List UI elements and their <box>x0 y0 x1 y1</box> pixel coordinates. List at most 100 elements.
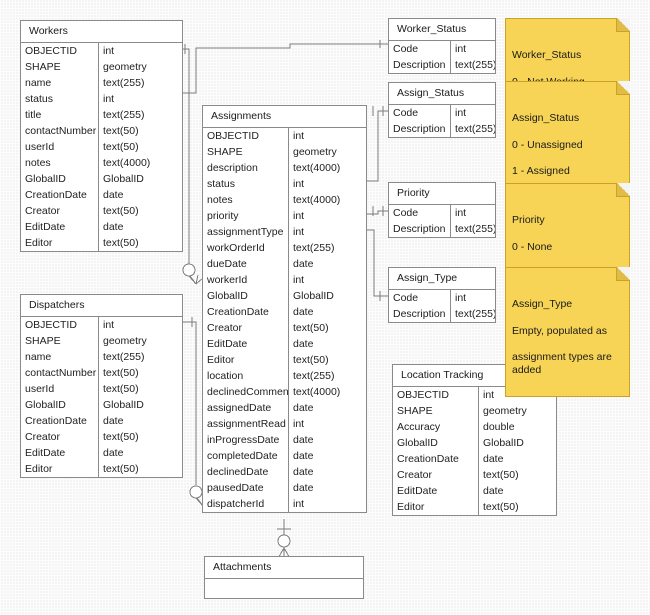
entity-title: Assignments <box>203 106 366 128</box>
field-type: GlobalID <box>293 290 334 302</box>
field-name: Creator <box>21 203 99 219</box>
field-type: int <box>455 292 467 304</box>
field-type: int <box>455 43 467 55</box>
relationship-workers-assignments <box>182 44 204 285</box>
field-type: geometry <box>293 146 337 158</box>
field-type: int <box>293 418 305 430</box>
field-type: date <box>293 482 314 494</box>
field-type: geometry <box>103 61 147 73</box>
field-type: int <box>103 319 115 331</box>
field-type: GlobalID <box>483 437 524 449</box>
field-name: inProgressDate <box>203 432 289 448</box>
entity-field-row: declinedComment text(4000) <box>203 384 366 400</box>
field-type: date <box>483 453 504 465</box>
field-type: text(255) <box>293 242 335 254</box>
relationship-assignments-assign-status <box>367 106 388 182</box>
field-name: GlobalID <box>21 171 99 187</box>
field-name: notes <box>203 192 289 208</box>
field-name: SHAPE <box>21 59 99 75</box>
note-line: Empty, populated as <box>512 324 607 337</box>
field-type: int <box>293 130 305 142</box>
field-name: EditDate <box>21 219 99 235</box>
field-name: SHAPE <box>203 144 289 160</box>
field-type: date <box>293 450 314 462</box>
field-name: Description <box>389 57 451 73</box>
note-line: 1 - Assigned <box>512 165 570 178</box>
entity-title: Priority <box>389 183 495 205</box>
field-type: date <box>293 306 314 318</box>
entity-attachments[interactable]: Attachments <box>204 556 364 599</box>
field-type: int <box>483 389 495 401</box>
field-type: text(255) <box>103 109 145 121</box>
field-type: text(4000) <box>293 386 341 398</box>
entity-title: Attachments <box>205 557 363 579</box>
field-name: title <box>21 107 99 123</box>
field-name: declinedComment <box>203 384 289 400</box>
relationship-assignments-assign-type <box>367 229 388 301</box>
field-name: contactNumber <box>21 123 99 139</box>
field-type: int <box>103 45 115 57</box>
note-line: 0 - Unassigned <box>512 138 583 151</box>
field-name: assignedDate <box>203 400 289 416</box>
field-name: Creator <box>21 429 99 445</box>
field-name: CreationDate <box>203 304 289 320</box>
entity-empty-body <box>205 579 363 598</box>
field-name: name <box>21 349 99 365</box>
note-line: assignment types are added <box>512 351 612 377</box>
note-assign-type[interactable]: Assign_Type Empty, populated as assignme… <box>505 267 630 397</box>
field-type: int <box>293 274 305 286</box>
field-type: text(50) <box>103 205 139 217</box>
field-type: int <box>293 498 305 510</box>
field-type: text(50) <box>103 237 139 249</box>
entity-field-row: SHAPE geometry <box>203 144 366 160</box>
field-type: text(4000) <box>293 194 341 206</box>
field-type: int <box>293 226 305 238</box>
field-type: date <box>483 485 504 497</box>
field-name: dueDate <box>203 256 289 272</box>
entity-title: Worker_Status <box>389 19 495 41</box>
field-type: text(50) <box>483 501 519 513</box>
field-name: assignmentRead <box>203 416 289 432</box>
field-name: declinedDate <box>203 464 289 480</box>
field-name: OBJECTID <box>21 43 99 59</box>
entity-field-row: assignmentRead int <box>203 416 366 432</box>
field-name: SHAPE <box>21 333 99 349</box>
field-name: pausedDate <box>203 480 289 496</box>
entity-field-row: Creator text(50) <box>21 203 182 219</box>
field-type: text(50) <box>103 125 139 137</box>
